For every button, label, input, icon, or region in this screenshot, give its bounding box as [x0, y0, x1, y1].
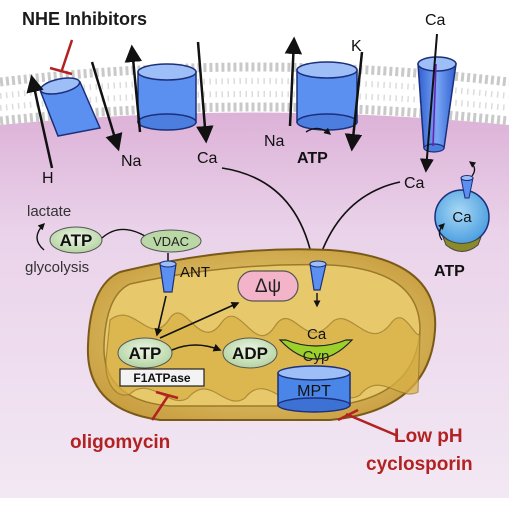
- ant-label: ANT: [180, 264, 210, 281]
- ca-top-label: Ca: [425, 12, 446, 29]
- glycolysis-atp-bubble: [49, 226, 103, 254]
- mito-ca-label: Ca: [307, 326, 327, 343]
- ca-right-label: Ca: [404, 175, 425, 192]
- mito-atp-bubble: [117, 337, 173, 369]
- pump-atp-label: ATP: [297, 150, 328, 167]
- cyclosporin-label: cyclosporin: [366, 454, 473, 475]
- na-k-atpase: [296, 61, 358, 131]
- oligomycin-inhibitor-symbol: [150, 390, 179, 421]
- na-ion-label-1: Na: [121, 153, 142, 170]
- k-ion-label: K: [351, 38, 362, 55]
- vdac-label: VDAC: [153, 234, 189, 249]
- mito-adp-bubble: [222, 337, 278, 369]
- mito-atp-label: ATP: [129, 344, 162, 363]
- ca-uniporter: [309, 260, 327, 291]
- oligomycin-label: oligomycin: [70, 432, 170, 453]
- page-white-bottom: [0, 498, 509, 511]
- glycolysis-atp-label: ATP: [60, 231, 93, 250]
- f1atpase-label: F1ATPase: [133, 371, 190, 385]
- ant-transporter: [159, 260, 177, 293]
- nhe-inhibitors-label: NHE Inhibitors: [22, 9, 147, 29]
- sr-atp-label: ATP: [434, 263, 465, 280]
- mito-adp-label: ADP: [232, 344, 268, 363]
- h-ion-label: H: [42, 170, 54, 187]
- cyp-label: Cyp: [303, 348, 330, 365]
- mpt-label: MPT: [297, 383, 331, 400]
- glycolysis-label: glycolysis: [25, 259, 89, 276]
- mpt-inhibitor-symbol: [337, 408, 399, 438]
- lactate-label: lactate: [27, 203, 71, 220]
- membrane-potential-box: [237, 270, 299, 302]
- nhe-exchanger: [38, 77, 102, 137]
- ca-store: [434, 175, 490, 252]
- f1atpase-box: [119, 368, 205, 387]
- sr-ca-label: Ca: [452, 209, 472, 226]
- ca-ion-label-1: Ca: [197, 150, 218, 167]
- mpt-pore: [277, 365, 351, 413]
- delta-psi-label: Δψ: [255, 276, 281, 297]
- na-ion-label-2: Na: [264, 133, 285, 150]
- low-ph-label: Low pH: [394, 426, 463, 447]
- nhe-inhibitor-symbol: [49, 39, 74, 76]
- cyclophilin: [278, 339, 354, 360]
- ca-channel: [417, 56, 457, 153]
- na-ca-exchanger: [137, 63, 197, 131]
- vdac-channel: [140, 229, 202, 253]
